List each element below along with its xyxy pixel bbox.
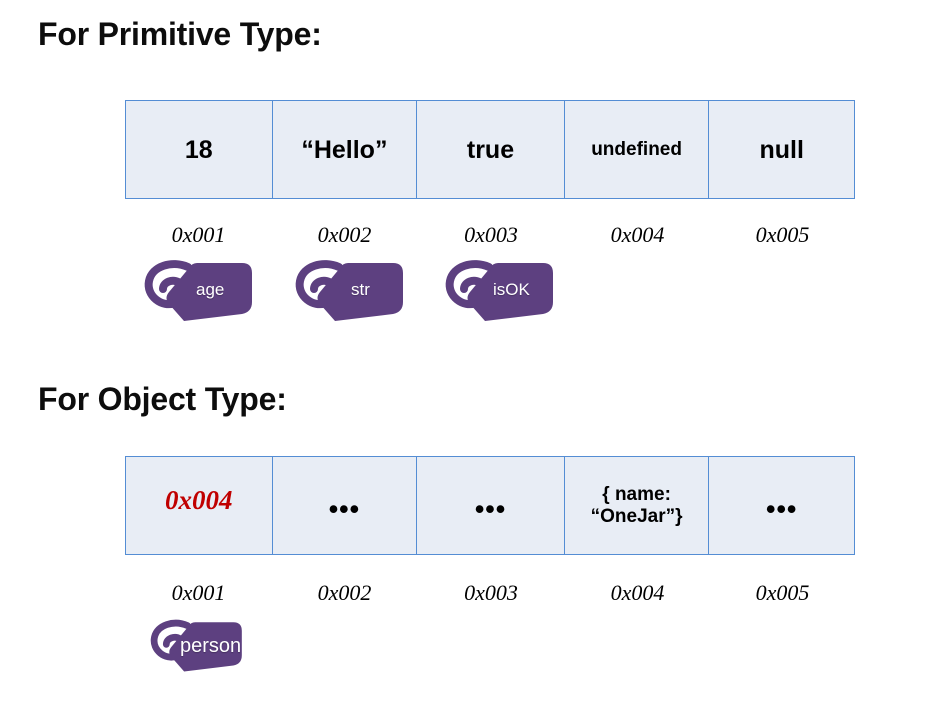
memory-cell-0x002: •••	[272, 457, 418, 554]
variable-tag-person[interactable]: person	[148, 618, 244, 674]
address-label-0x005: 0x005	[755, 580, 810, 605]
address-label-0x005: 0x005	[755, 222, 810, 247]
luggage-tag-icon	[148, 618, 244, 674]
heading-primitive-type: For Primitive Type:	[38, 16, 322, 52]
memory-cell-0x004: undefined	[564, 101, 710, 198]
variable-tag-label: age	[196, 280, 225, 299]
memory-table-object: 0x004 ••• ••• { name: “OneJar”} •••	[125, 456, 855, 555]
variable-tag-str[interactable]: str	[293, 258, 405, 324]
memory-cell-0x005: •••	[709, 457, 854, 554]
variable-tag-age[interactable]: age	[142, 258, 254, 324]
variable-tag-label: isOK	[493, 280, 530, 299]
variable-tag-label: person	[180, 635, 242, 657]
address-label-0x003: 0x003	[464, 580, 518, 605]
memory-cell-0x001: 0x004	[126, 457, 273, 554]
heading-object-type: For Object Type:	[38, 381, 287, 417]
luggage-tag-icon	[293, 258, 405, 324]
luggage-tag-icon	[443, 258, 555, 324]
memory-cell-0x005: null	[709, 101, 854, 198]
object-literal-line-1: { name:	[602, 484, 671, 506]
memory-cell-0x003: •••	[417, 457, 565, 554]
memory-cell-0x004: { name: “OneJar”}	[564, 457, 710, 554]
memory-cell-0x001: 18	[126, 101, 273, 198]
memory-table-primitive: 18 “Hello” true undefined null	[125, 100, 855, 199]
object-literal-line-2: “OneJar”}	[590, 505, 683, 527]
address-row-primitive: 0x001 0x002 0x003 0x004 0x005	[125, 222, 855, 248]
address-label-0x001: 0x001	[171, 580, 226, 605]
memory-cell-0x003: true	[417, 101, 565, 198]
address-label-0x004: 0x004	[610, 222, 665, 247]
memory-cell-0x002: “Hello”	[272, 101, 418, 198]
address-label-0x001: 0x001	[171, 222, 226, 247]
variable-tag-label: str	[351, 280, 370, 299]
variable-tag-isok[interactable]: isOK	[443, 258, 555, 324]
object-literal-value: { name: “OneJar”}	[591, 484, 683, 527]
address-label-0x002: 0x002	[317, 222, 372, 247]
address-label-0x002: 0x002	[317, 580, 372, 605]
address-row-object: 0x001 0x002 0x003 0x004 0x005	[125, 580, 855, 606]
address-label-0x004: 0x004	[610, 580, 665, 605]
luggage-tag-icon	[142, 258, 254, 324]
address-label-0x003: 0x003	[464, 222, 518, 247]
